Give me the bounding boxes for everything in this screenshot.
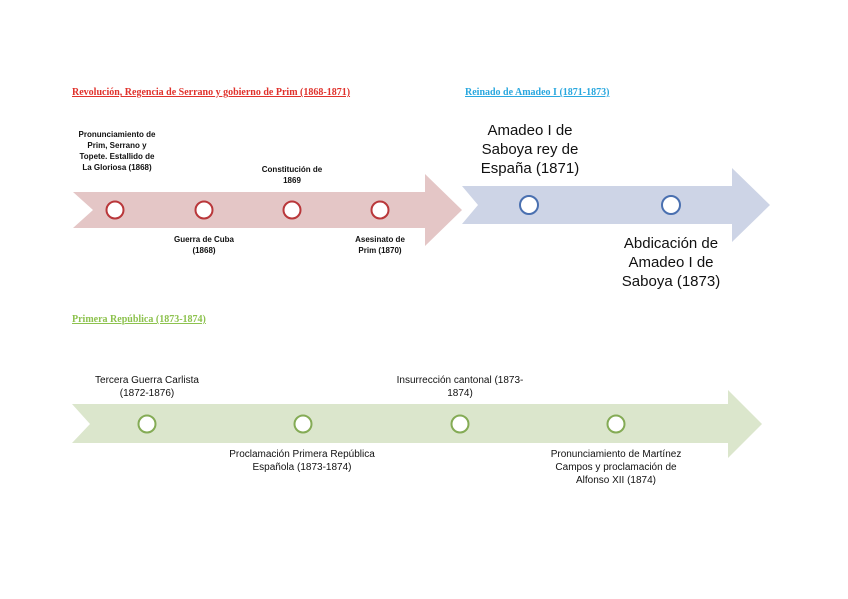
marker-abdicacion — [661, 195, 681, 215]
arrow-revolucion — [73, 174, 462, 246]
marker-cantonal — [450, 414, 470, 434]
arrow-republica — [72, 390, 762, 458]
event-carlista: Tercera Guerra Carlista (1872-1876) — [95, 375, 199, 399]
event-martinez-campos: Pronunciamiento de Martínez Campos y pro… — [550, 449, 682, 486]
event-cuba: Guerra de Cuba (1868) — [173, 235, 234, 255]
event-proclamacion-republica: Proclamación Primera República Española … — [229, 449, 375, 473]
marker-carlista — [137, 414, 157, 434]
event-gloriosa: Pronunciamiento de Prim, Serrano y Topet… — [78, 130, 156, 172]
heading-revolucion: Revolución, Regencia de Serrano y gobier… — [72, 87, 351, 98]
heading-amadeo: Reinado de Amadeo I (1871-1873) — [465, 87, 610, 98]
event-amadeo-rey: Amadeo I de Saboya rey de España (1871) — [480, 122, 580, 177]
event-asesinato-prim: Asesinato de Prim (1870) — [355, 235, 405, 255]
marker-republica — [293, 414, 313, 434]
marker-gloriosa — [105, 200, 125, 220]
arrow-amadeo — [462, 168, 770, 242]
marker-constitucion — [282, 200, 302, 220]
marker-martinez-campos — [606, 414, 626, 434]
event-constitucion: Constitución de 1869 — [261, 165, 323, 185]
marker-amadeo-rey — [519, 195, 539, 215]
heading-republica: Primera República (1873-1874) — [72, 314, 206, 325]
marker-prim — [370, 200, 390, 220]
event-abdicacion: Abdicación de Amadeo I de Saboya (1873) — [621, 235, 721, 290]
marker-cuba — [194, 200, 214, 220]
event-cantonal: Insurrección cantonal (1873-1874) — [396, 375, 524, 399]
